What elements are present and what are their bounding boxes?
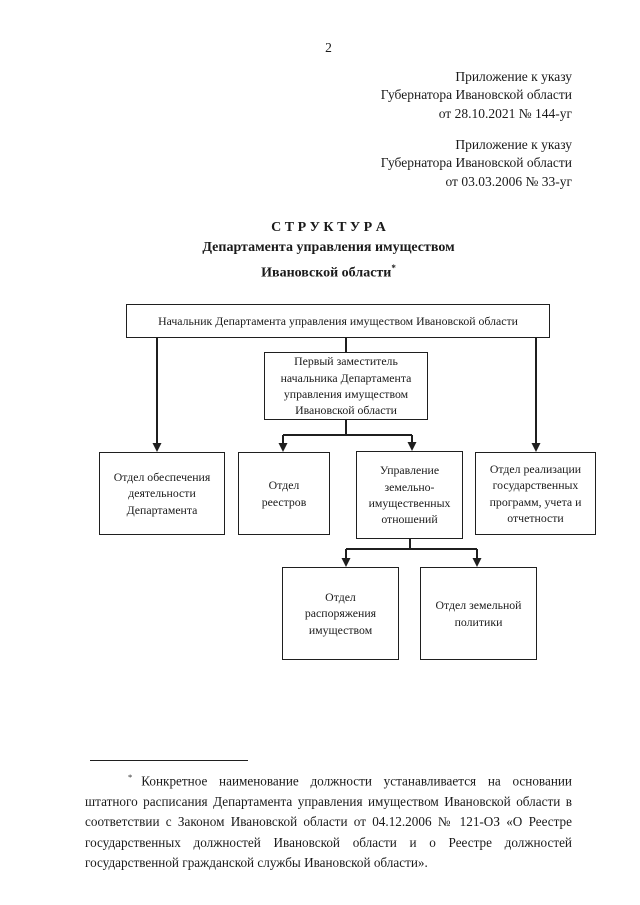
annex-line: Губернатора Ивановской области <box>380 155 572 171</box>
title-line-1: С Т Р У К Т У Р А <box>271 220 386 235</box>
arrowhead-registries <box>278 443 288 452</box>
annex-reference-2: Приложение к указу Губернатора Ивановско… <box>381 136 572 191</box>
annex-line: Приложение к указу <box>455 137 572 152</box>
annex-reference-1: Приложение к указу Губернатора Ивановско… <box>381 68 572 123</box>
org-node-support: Отдел обеспечения деятельности Департаме… <box>99 452 225 535</box>
annex-line: от 28.10.2021 № 144-уг <box>438 105 572 121</box>
arrowhead-disposal <box>341 558 351 567</box>
document-title: С Т Р У К Т У Р А Департамента управлени… <box>85 218 572 284</box>
org-node-property-disposal: Отдел распоряжения имуществом <box>282 567 399 660</box>
annex-line: от 03.03.2006 № 33-уг <box>445 173 572 189</box>
arrowhead-support <box>152 443 162 452</box>
org-node-first-deputy: Первый заместитель начальника Департамен… <box>264 352 428 420</box>
org-node-state-programs: Отдел реализации государственных програм… <box>475 452 596 535</box>
footnote: *Конкретное наименование должности устан… <box>85 767 572 873</box>
footnote-separator <box>90 760 248 761</box>
annex-line: Губернатора Ивановской области <box>380 87 572 103</box>
arrowhead-land-policy <box>472 558 482 567</box>
footnote-text: Конкретное наименование должности устана… <box>85 773 572 871</box>
footnote-marker: * <box>128 772 133 782</box>
arrowhead-programs <box>531 443 541 452</box>
org-node-land-property: Управление земельно-имущественных отноше… <box>356 451 463 539</box>
arrowhead-land-property <box>407 442 417 451</box>
annex-line: Приложение к указу <box>455 69 572 84</box>
org-node-registries: Отдел реестров <box>238 452 330 535</box>
title-line-3: Ивановской области* <box>261 263 396 281</box>
title-footnote-marker: * <box>391 263 396 273</box>
org-node-land-policy: Отдел земельной политики <box>420 567 537 660</box>
title-line-2: Департамента управления имуществом <box>202 240 455 255</box>
org-node-head: Начальник Департамента управления имущес… <box>126 304 550 338</box>
page-number: 2 <box>325 40 332 55</box>
